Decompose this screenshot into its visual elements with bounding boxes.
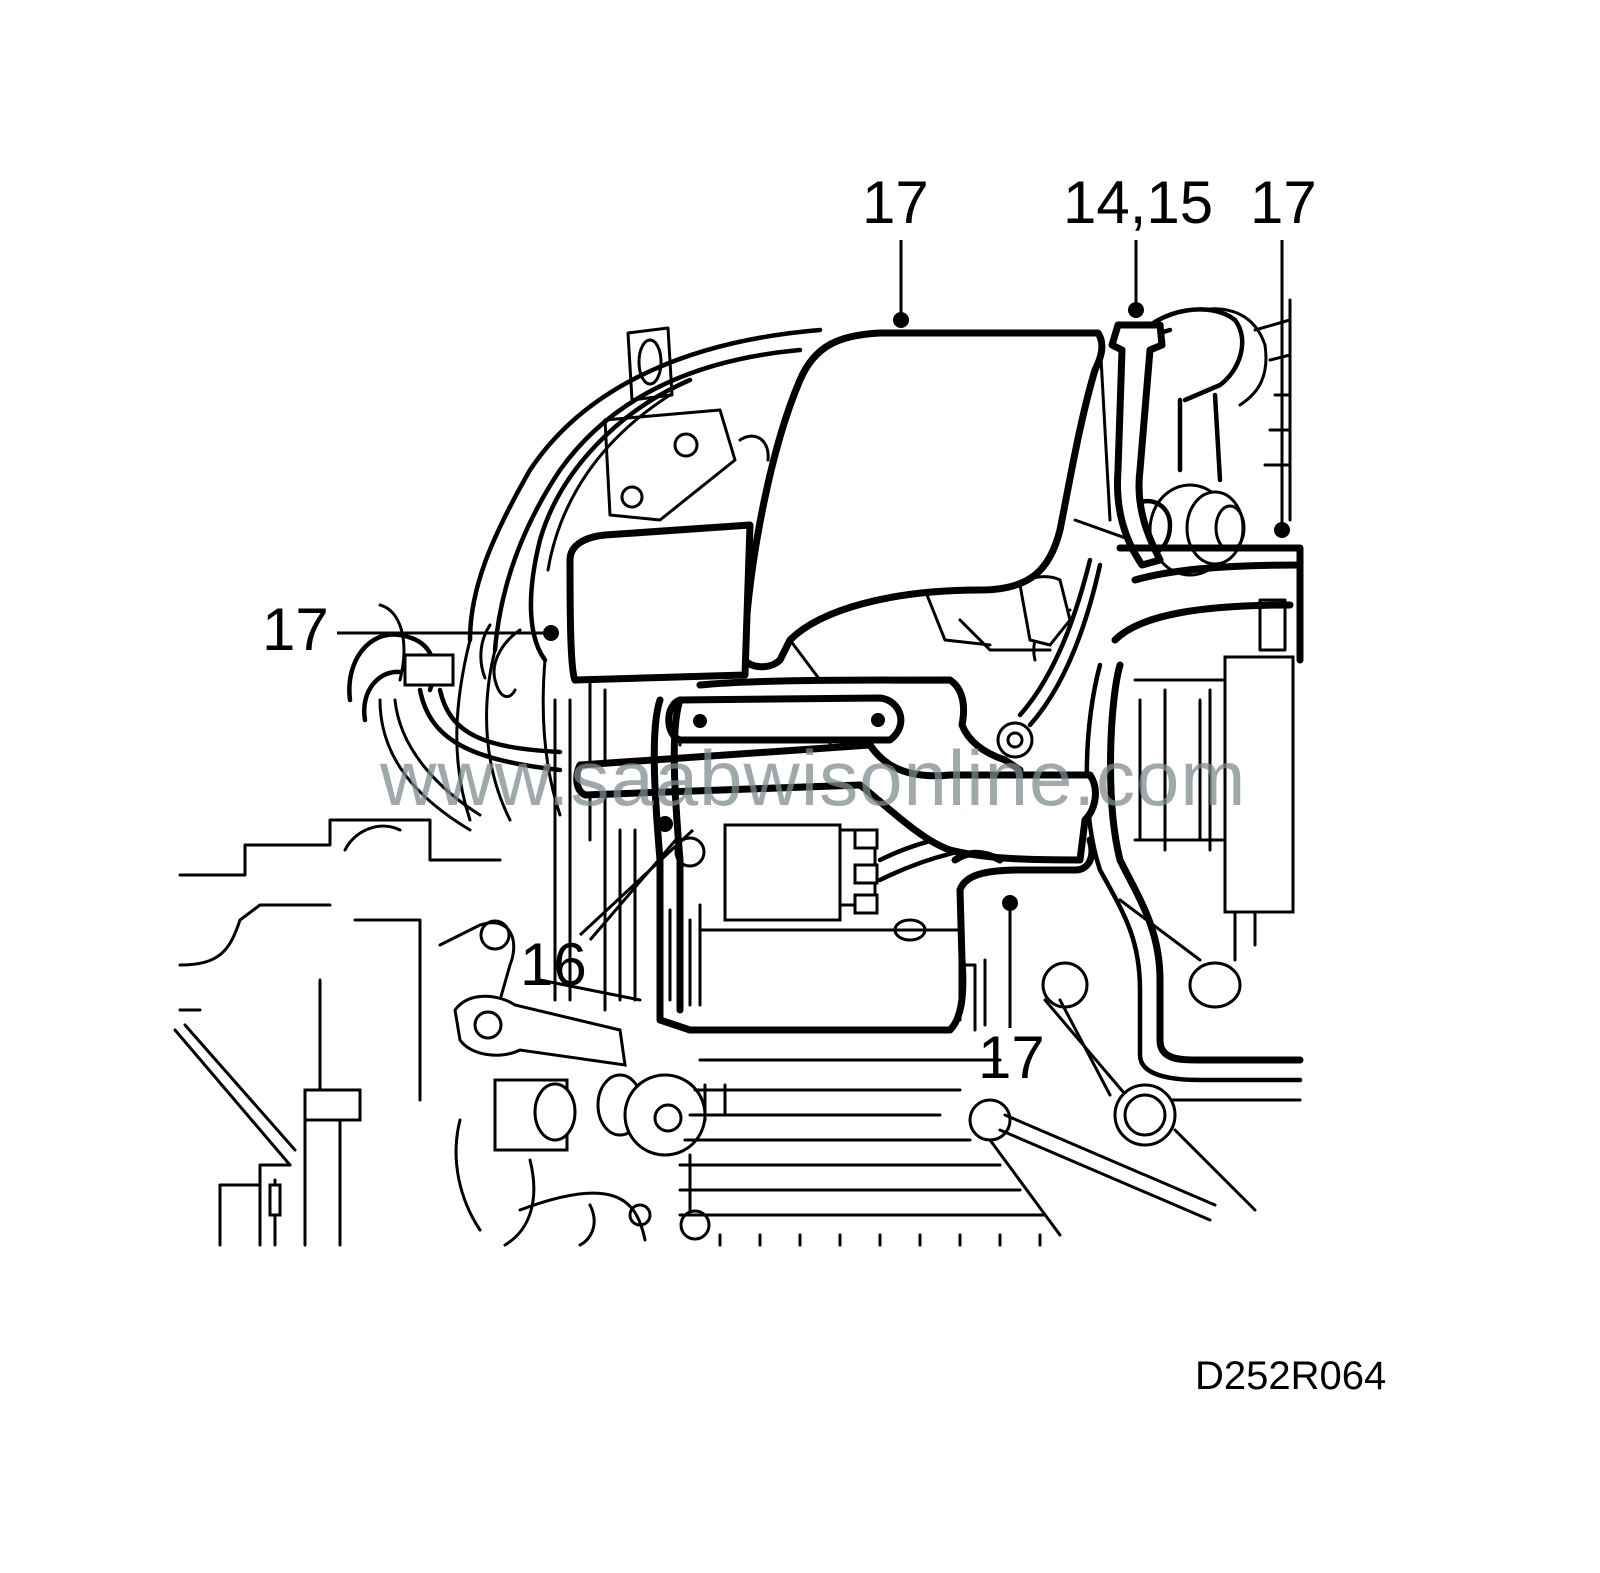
highlighted-parts	[566, 321, 1304, 1034]
figure-code: D252R064	[1195, 1354, 1386, 1398]
watermark-text: www.saabwisonline.com	[379, 734, 1246, 822]
callout-14-15: 14,15	[1063, 169, 1213, 236]
engine-linework	[173, 298, 1304, 1247]
callouts: 17 14,15 17 17 16 17	[262, 169, 1317, 1091]
callout-17-bottom: 17	[978, 1024, 1045, 1091]
callout-16: 16	[520, 931, 587, 998]
callout-17-left: 17	[262, 596, 329, 663]
callout-17-top: 17	[862, 169, 929, 236]
callout-17-right: 17	[1250, 169, 1317, 236]
